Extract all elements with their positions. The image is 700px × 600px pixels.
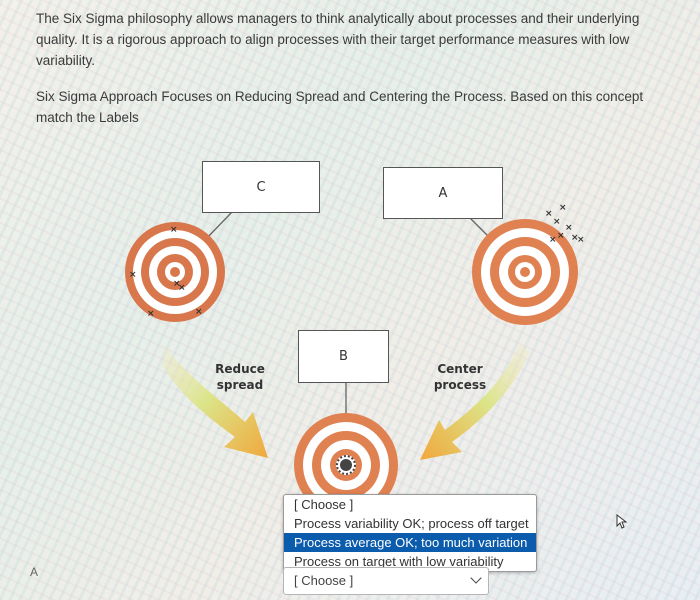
arrow-reduce-spread xyxy=(162,345,268,458)
mouse-cursor-icon xyxy=(616,514,628,529)
question-paragraph-2: Six Sigma Approach Focuses on Reducing S… xyxy=(36,89,644,125)
target-left: × × × × × × xyxy=(125,222,225,322)
connector-c xyxy=(204,211,233,241)
svg-text:×: × xyxy=(577,235,585,245)
center-label-line2: process xyxy=(433,378,487,392)
target-bottom xyxy=(294,413,398,517)
svg-text:×: × xyxy=(545,209,553,219)
svg-text:×: × xyxy=(195,307,203,317)
label-box-c: C xyxy=(202,161,320,213)
svg-text:×: × xyxy=(129,270,137,280)
svg-text:×: × xyxy=(147,309,155,319)
svg-text:×: × xyxy=(571,233,579,243)
svg-text:×: × xyxy=(549,235,557,245)
dropdown-options-list[interactable]: [ Choose ] Process variability OK; proce… xyxy=(283,494,537,572)
question-paragraph-1: The Six Sigma philosophy allows managers… xyxy=(36,11,640,68)
center-label-line1: Center xyxy=(437,362,483,376)
dropdown-option-on-target[interactable]: Process on target with low variability xyxy=(294,554,504,569)
select-value: [ Choose ] xyxy=(294,573,354,588)
target-right: × × × × × × × × xyxy=(472,203,585,325)
svg-text:×: × xyxy=(565,223,573,233)
svg-text:×: × xyxy=(557,231,565,241)
reduce-label-line1: Reduce xyxy=(215,362,265,376)
label-box-b: B xyxy=(298,330,389,383)
dropdown-option-choose[interactable]: [ Choose ] xyxy=(294,497,354,512)
chevron-down-icon xyxy=(470,572,482,584)
svg-text:×: × xyxy=(553,217,561,227)
svg-text:×: × xyxy=(173,279,181,289)
center-process-label: Center process xyxy=(430,361,490,393)
svg-text:×: × xyxy=(170,225,178,235)
svg-text:×: × xyxy=(178,283,186,293)
label-box-a: A xyxy=(383,167,503,219)
reduce-label-line2: spread xyxy=(216,378,264,392)
dropdown-option-variability-ok[interactable]: Process variability OK; process off targ… xyxy=(294,516,529,531)
dropdown-option-average-ok[interactable]: Process average OK; too much variation xyxy=(284,533,536,552)
arrow-center-process xyxy=(420,342,530,460)
answer-select-a[interactable]: [ Choose ] xyxy=(283,567,489,595)
svg-text:×: × xyxy=(559,203,567,213)
reduce-spread-label: Reduce spread xyxy=(212,361,268,393)
answer-row-letter: A xyxy=(30,565,39,579)
